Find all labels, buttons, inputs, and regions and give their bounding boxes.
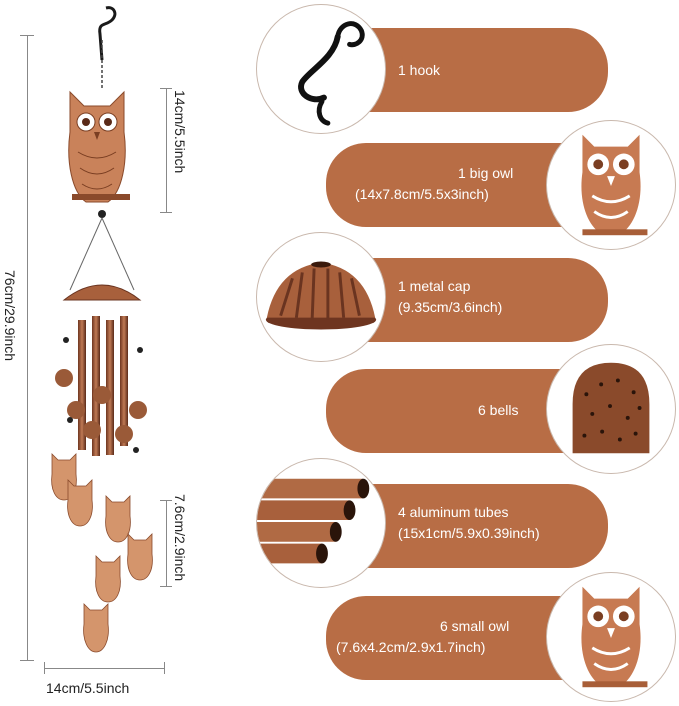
- circle-metal-cap: [256, 232, 386, 362]
- total-height-label: 76cm/29.9inch: [2, 270, 18, 362]
- width-label: 14cm/5.5inch: [46, 680, 130, 696]
- total-height-cap-bottom: [20, 660, 34, 661]
- small-owl-dimensions: (7.6x4.2cm/2.9x1.7inch): [336, 639, 486, 655]
- big-owl-label: 1 big owl: [458, 165, 514, 181]
- big-owl-height-line: [166, 88, 167, 212]
- metal-cap-dimensions: (9.35cm/3.6inch): [398, 299, 503, 315]
- hook-icon: [298, 21, 365, 126]
- circle-bells: [546, 344, 676, 474]
- width-cap-right: [164, 662, 165, 674]
- total-height-cap-top: [20, 35, 34, 36]
- metal-cap-label: 1 metal cap: [398, 278, 471, 294]
- big-owl-cap-bottom: [160, 212, 172, 213]
- bell-icon: [572, 362, 650, 454]
- metal-cap-icon: [265, 261, 377, 330]
- width-line: [44, 668, 164, 669]
- circle-hook: [256, 4, 386, 134]
- circle-big-owl: [546, 120, 676, 250]
- width-cap-left: [44, 662, 45, 674]
- tubes-label: 4 aluminum tubes: [398, 504, 509, 520]
- total-height-line: [27, 35, 28, 660]
- small-owl-height-label: 7.6cm/2.9inch: [172, 494, 188, 582]
- hook-label: 1 hook: [398, 62, 441, 78]
- circle-tubes: [256, 458, 386, 588]
- owl-icon: [581, 134, 648, 236]
- big-owl-dimensions: (14x7.8cm/5.5x3inch): [355, 186, 489, 202]
- small-owl-height-line: [166, 500, 167, 586]
- small-owl-cap-bottom: [160, 586, 172, 587]
- circle-small-owl: [546, 572, 676, 702]
- owl-icon: [581, 586, 648, 688]
- small-owl-label: 6 small owl: [440, 618, 510, 634]
- tubes-icon: [257, 478, 370, 564]
- bells-label: 6 bells: [478, 402, 519, 418]
- wind-chime-illustration: [40, 0, 170, 706]
- small-owl-cap-top: [160, 500, 172, 501]
- big-owl-height-label: 14cm/5.5inch: [172, 90, 188, 174]
- tubes-dimensions: (15x1cm/5.9x0.39inch): [398, 525, 540, 541]
- big-owl-cap-top: [160, 88, 172, 89]
